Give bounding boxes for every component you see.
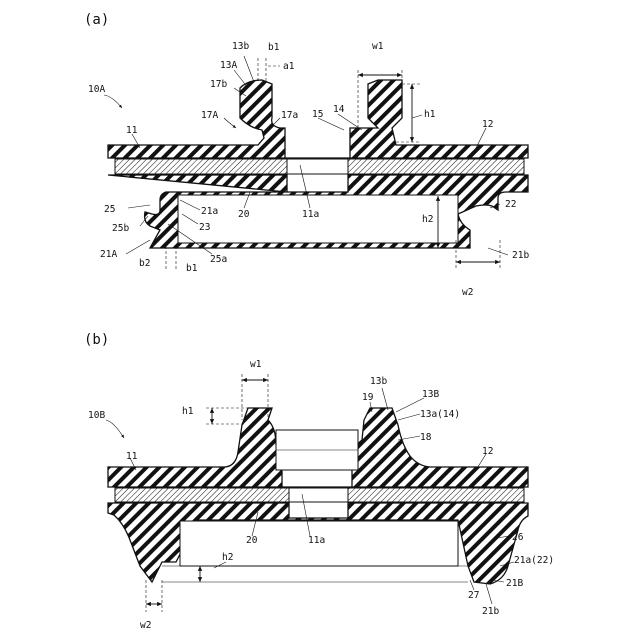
- panel-b-10B-arrow: [106, 420, 124, 438]
- panel-a-label-25a: 25a: [210, 254, 227, 265]
- panel-a-label-w1: w1: [372, 41, 384, 52]
- panel-a-label-14: 14: [333, 104, 345, 115]
- panel-b-core-gap: [289, 488, 348, 502]
- panel-b-label-11: 11: [126, 451, 138, 462]
- panel-a-label-b1-top: b1: [268, 42, 280, 53]
- panel-a-label-21b: 21b: [512, 250, 529, 261]
- panel-a-label-b1-bottom: b1: [186, 263, 198, 274]
- panel-a-25-leader: [128, 205, 150, 208]
- panel-a-label-10A: 10A: [88, 84, 105, 95]
- panel-a-label-a1: a1: [283, 61, 295, 72]
- panel-a-label-21A: 21A: [100, 249, 117, 260]
- panel-a-label-17b: 17b: [210, 79, 227, 90]
- panel-b-label-w2: w2: [140, 620, 151, 631]
- panel-a-label-13b: 13b: [232, 41, 249, 52]
- panel-b-label-20: 20: [246, 535, 258, 546]
- panel-a-label-b2: b2: [139, 258, 150, 269]
- panel-a-17A-arrow: [224, 118, 236, 128]
- panel-a-caption: (a): [84, 12, 109, 28]
- panel-a-label-11: 11: [126, 125, 138, 136]
- panel-b-label-19: 19: [362, 392, 374, 403]
- panel-b-label-13b: 13b: [370, 376, 387, 387]
- panel-b-sheet-right: [348, 488, 524, 502]
- panel-b-label-26: 26: [512, 532, 524, 543]
- panel-b-13a-leader: [398, 414, 420, 420]
- panel-b-label-21B: 21B: [506, 578, 523, 589]
- panel-b-label-11a: 11a: [308, 535, 325, 546]
- panel-a-label-h1: h1: [424, 109, 436, 120]
- panel-a-label-15: 15: [312, 109, 323, 120]
- panel-b-label-27: 27: [468, 590, 479, 601]
- panel-b-label-21b: 21b: [482, 606, 499, 617]
- panel-a-13A-leader: [234, 70, 248, 88]
- panel-a-label-12: 12: [482, 119, 493, 130]
- panel-a: (a): [84, 12, 529, 298]
- panel-b-label-12: 12: [482, 446, 493, 457]
- panel-a-10A-arrow: [104, 95, 122, 108]
- panel-b-21b-leader: [486, 584, 492, 604]
- panel-a-label-17A: 17A: [201, 110, 218, 121]
- panel-b-label-10B: 10B: [88, 410, 105, 421]
- panel-b-label-21a: 21a(22): [514, 555, 554, 566]
- panel-a-label-25: 25: [104, 204, 115, 215]
- panel-a-21A-leader: [126, 240, 150, 254]
- panel-a-label-23: 23: [199, 222, 210, 233]
- panel-a-label-21a: 21a: [201, 206, 218, 217]
- panel-a-label-11a: 11a: [302, 209, 319, 220]
- panel-a-label-w2: w2: [462, 287, 473, 298]
- panel-a-core-gap: [287, 159, 348, 174]
- panel-b-13b-leader: [382, 388, 388, 410]
- panel-a-label-h2: h2: [422, 214, 433, 225]
- panel-b-label-18: 18: [420, 432, 432, 443]
- panel-a-sheet-right: [348, 159, 524, 174]
- panel-a-label-25b: 25b: [112, 223, 129, 234]
- panel-a-label-17a: 17a: [281, 110, 298, 121]
- panel-b-label-13B: 13B: [422, 389, 439, 400]
- panel-a-13b-leader: [244, 56, 254, 82]
- panel-a-sheet-left: [115, 159, 287, 174]
- panel-a-label-20: 20: [238, 209, 250, 220]
- panel-b-sheet-left: [115, 488, 289, 502]
- panel-a-h1-leader: [412, 115, 422, 118]
- panel-b-label-13a: 13a(14): [420, 409, 460, 420]
- panel-a-label-22: 22: [505, 199, 516, 210]
- panel-b-label-h2: h2: [222, 552, 233, 563]
- panel-a-label-13A: 13A: [220, 60, 237, 71]
- panel-b: (b): [84, 332, 554, 631]
- panel-b-caption: (b): [84, 332, 109, 348]
- panel-a-21b-leader: [488, 248, 508, 255]
- panel-b-label-h1: h1: [182, 406, 194, 417]
- panel-b-label-w1: w1: [250, 359, 262, 370]
